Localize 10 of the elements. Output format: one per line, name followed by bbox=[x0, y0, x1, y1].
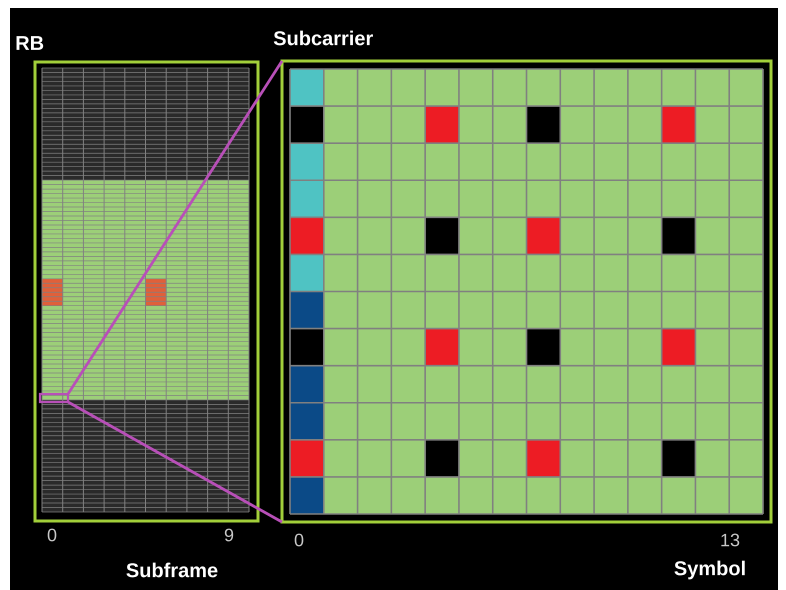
axis-label: RB bbox=[16, 36, 44, 50]
axis-label: Symbol bbox=[674, 560, 745, 580]
tick-label: 9 bbox=[224, 528, 234, 542]
tick-label: 0 bbox=[48, 528, 56, 542]
highlight-box bbox=[38, 392, 70, 404]
axis-label: Subcarrier bbox=[274, 30, 373, 46]
tick-label: 0 bbox=[294, 534, 304, 546]
axis-label: Subframe bbox=[126, 562, 218, 578]
zoom-line bbox=[66, 60, 284, 395]
zoom-line bbox=[67, 400, 283, 524]
